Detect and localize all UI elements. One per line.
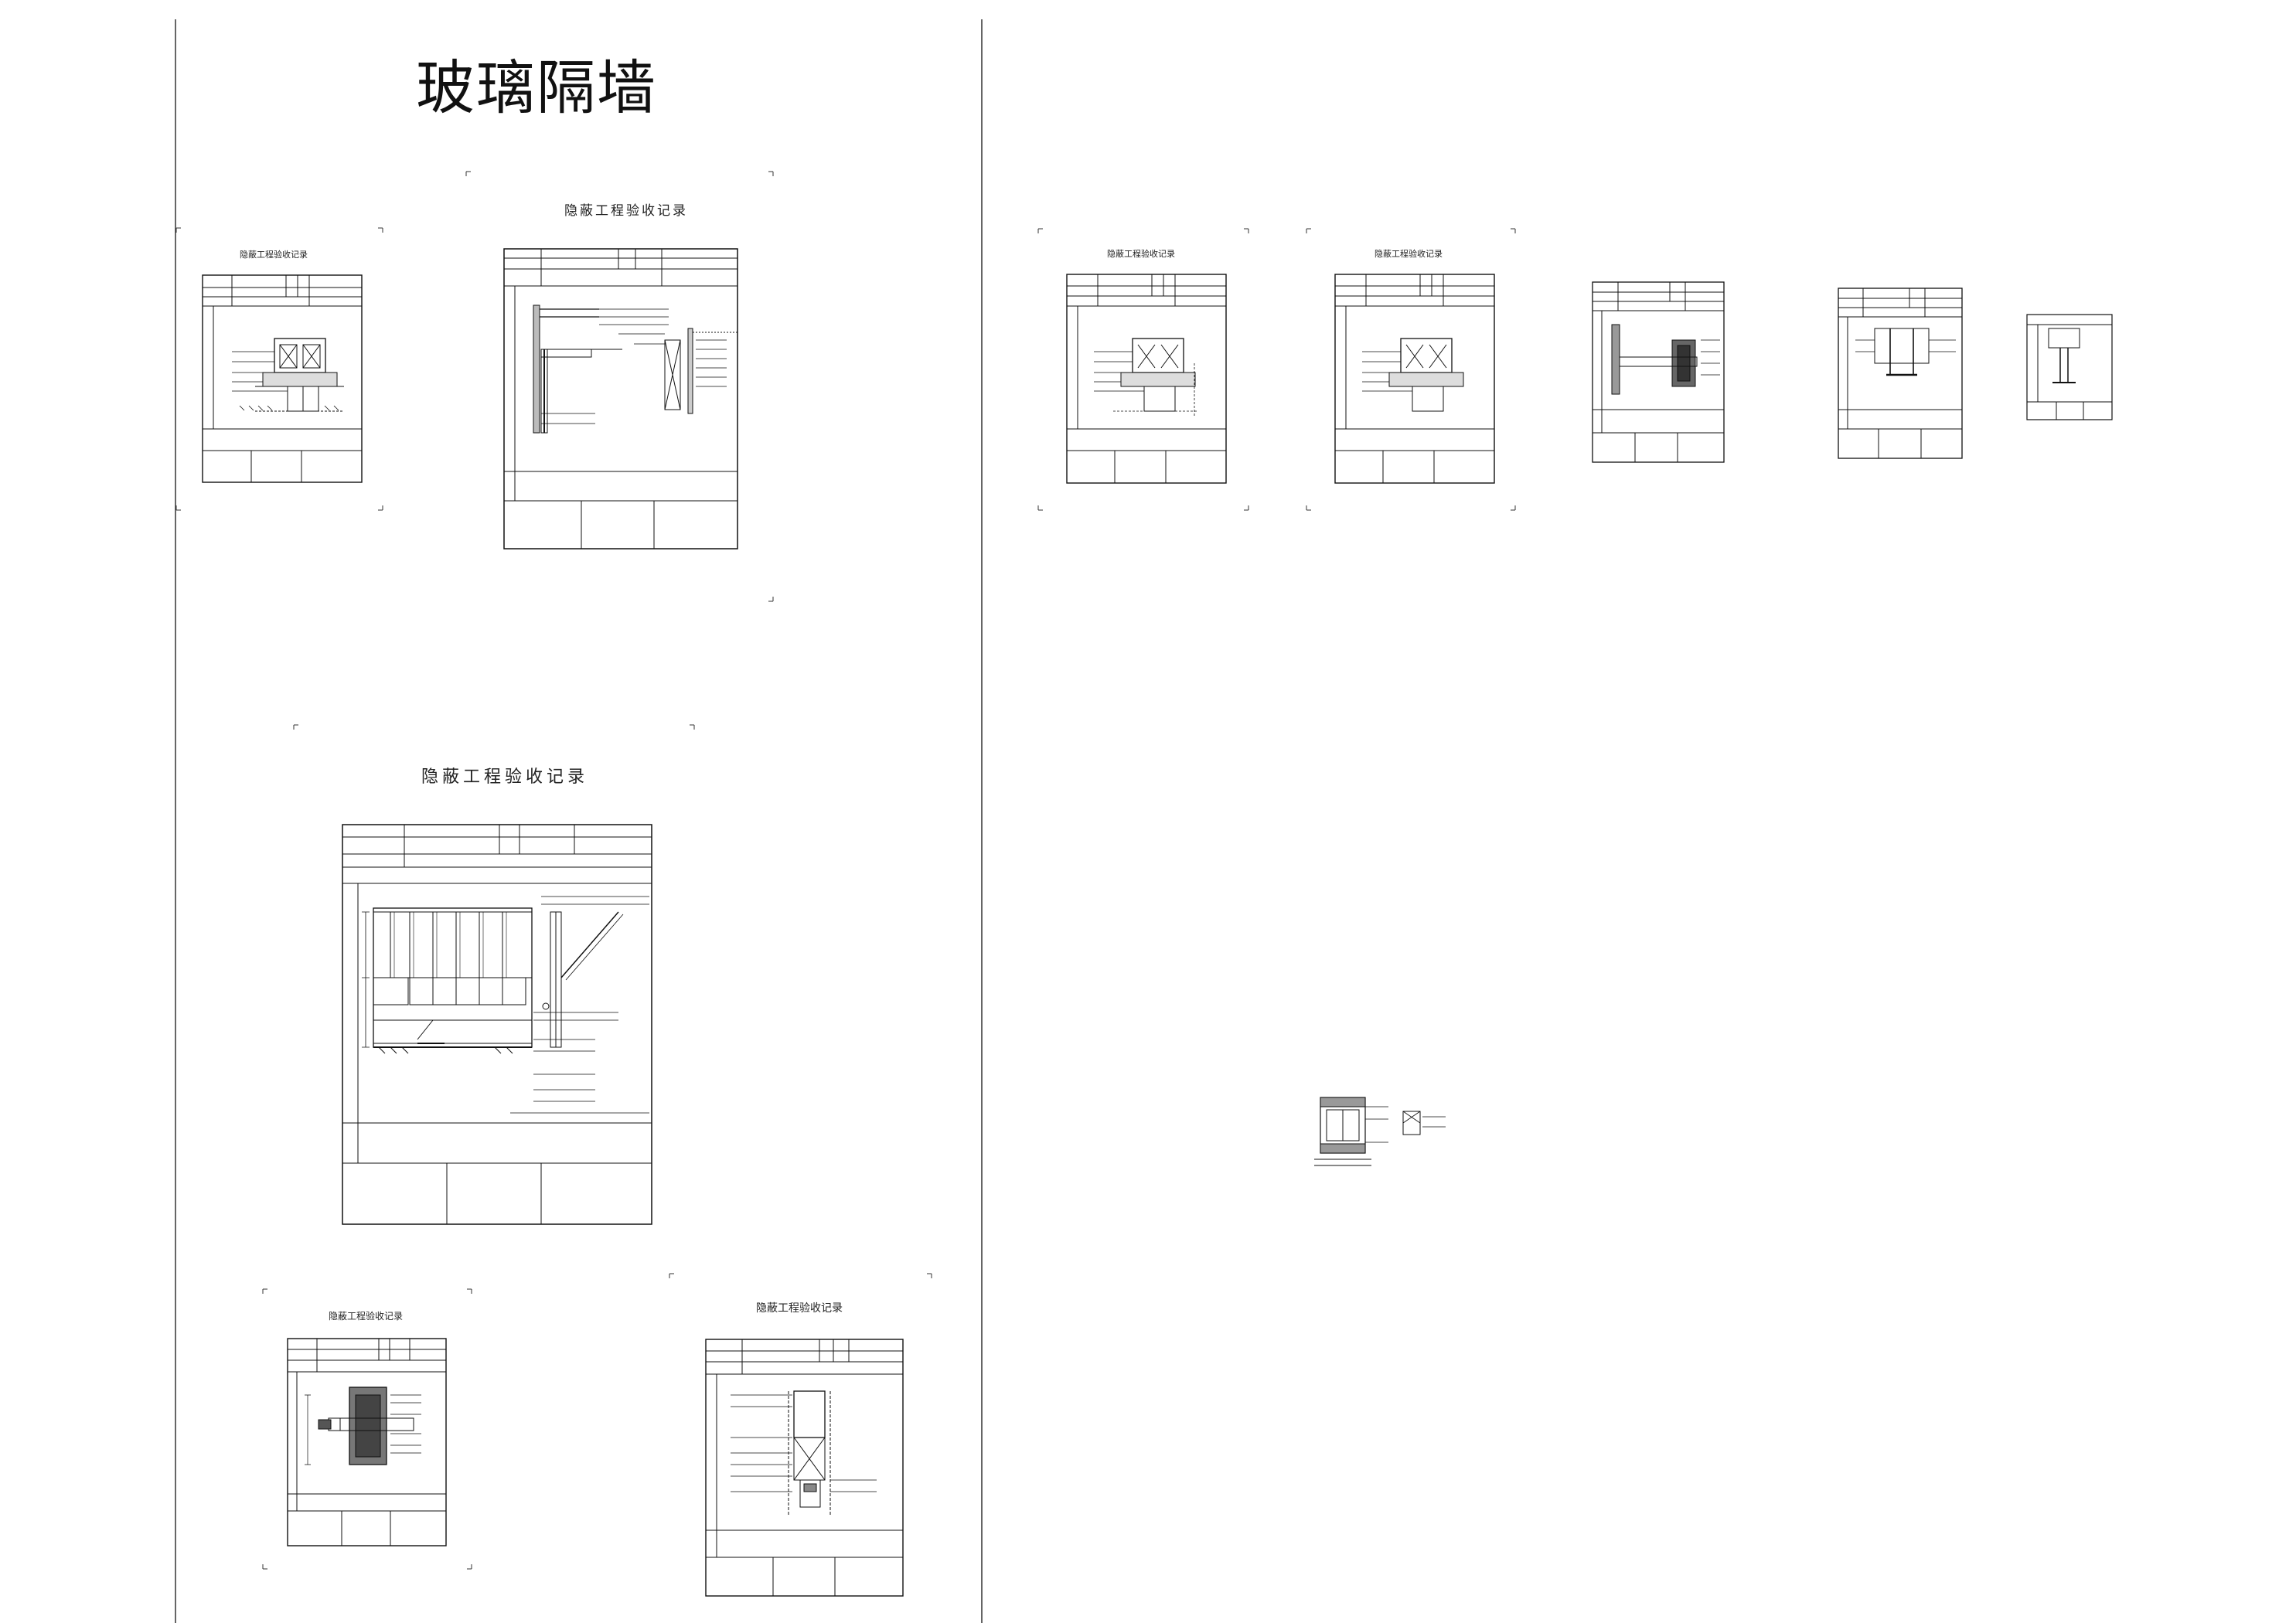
detail-drawing-small xyxy=(1314,1097,1446,1166)
sheet-b-title: 隐蔽工程验收记录 xyxy=(564,203,688,219)
sheet-record-b xyxy=(465,171,774,602)
sheet-record-d xyxy=(262,1288,472,1570)
sheet-record-g xyxy=(1306,228,1516,511)
sheet-record-i xyxy=(1838,288,1963,459)
sheet-record-h xyxy=(1592,281,1725,463)
sheet-a-title: 隐蔽工程验收记录 xyxy=(240,249,308,260)
sheet-record-f xyxy=(1037,228,1249,511)
sheet-c-title: 隐蔽工程验收记录 xyxy=(421,767,588,787)
page-title: 玻璃隔墙 xyxy=(416,53,657,122)
sheet-e-title: 隐蔽工程验收记录 xyxy=(756,1302,843,1315)
sheet-g-title: 隐蔽工程验收记录 xyxy=(1375,248,1443,259)
sheet-record-e xyxy=(669,1273,932,1597)
sheet-record-j xyxy=(2026,314,2113,420)
sheet-record-c xyxy=(293,724,695,1225)
sheet-f-title: 隐蔽工程验收记录 xyxy=(1107,248,1175,259)
sheet-record-a xyxy=(175,227,383,511)
sheet-d-title: 隐蔽工程验收记录 xyxy=(329,1310,403,1322)
